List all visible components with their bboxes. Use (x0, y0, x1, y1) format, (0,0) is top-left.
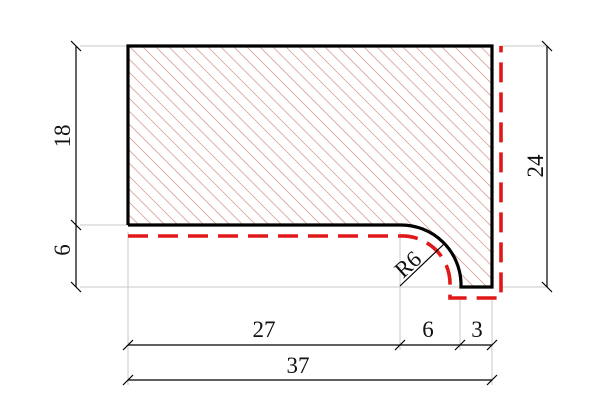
hatch-line (277, 46, 492, 287)
hatch-line (128, 46, 225, 287)
hatch-line (329, 46, 492, 287)
hatch-line (251, 46, 492, 287)
hatch-line (407, 46, 492, 287)
dimension-lines (70, 40, 553, 386)
hatch-line (128, 46, 238, 287)
hatch-line (128, 46, 381, 287)
hatch-line (316, 46, 492, 287)
hatch-line (264, 46, 492, 287)
hatch-line (394, 46, 492, 287)
hatch-line (564, 0, 602, 401)
extension-lines (80, 45, 548, 385)
hatch-line (128, 46, 485, 287)
hatch-line (225, 46, 492, 287)
hatch-line (128, 46, 329, 287)
hatch-line (128, 46, 134, 287)
hatch-line (134, 46, 492, 287)
hatch-line (212, 46, 492, 287)
hatch-line (381, 46, 492, 287)
hatch-line (128, 46, 407, 287)
hatch-line (128, 46, 199, 287)
dim-total-width: 37 (287, 353, 310, 378)
hatch-line (186, 46, 492, 287)
hatch-line (0, 0, 81, 401)
hatch-line (128, 46, 186, 287)
hatch-line (128, 46, 173, 287)
hatch-line (355, 46, 492, 287)
hatch-line (577, 0, 602, 401)
cut-path (128, 46, 503, 300)
dim-left-width: 27 (253, 317, 276, 342)
hatch-line (128, 46, 342, 287)
part-outline (126, 44, 494, 289)
hatch-line (128, 46, 147, 287)
hatch-line (446, 46, 492, 287)
hatch-line (128, 46, 160, 287)
hatch-line (128, 46, 492, 287)
dim-radius-width: 6 (422, 317, 434, 342)
radius-label: R6 (390, 246, 427, 283)
hatch-line (512, 0, 602, 401)
dim-total-height: 24 (523, 154, 548, 178)
hatch-line (238, 46, 492, 287)
hatch-line (147, 46, 492, 287)
hatch-line (433, 46, 492, 287)
hatch-line (0, 0, 120, 401)
hatch-line (128, 46, 433, 287)
hatch-line (128, 46, 446, 287)
hatch-line (173, 46, 492, 287)
hatch-line (342, 46, 492, 287)
hatch-line (551, 0, 602, 401)
hatch-line (128, 46, 420, 287)
hatch-line (199, 46, 492, 287)
hatch-line (0, 0, 94, 401)
hatch-line (128, 46, 251, 287)
hatch-line (303, 46, 492, 287)
hatch-line (128, 46, 355, 287)
hatch-line (420, 46, 492, 287)
hatch-line (128, 46, 368, 287)
hatch-line (128, 46, 459, 287)
hatch-line (128, 46, 472, 287)
hatch-line (128, 46, 492, 287)
hatch-line (485, 46, 492, 287)
dim-top-height: 18 (50, 125, 75, 148)
hatch-line (128, 46, 290, 287)
hatch-line (128, 46, 492, 287)
dim-bottom-height: 6 (50, 244, 75, 256)
hatch-line (368, 46, 492, 287)
hatch-line (590, 0, 602, 401)
hatch-line (160, 46, 492, 287)
hatch-line (499, 0, 602, 401)
dim-gap-width: 3 (471, 317, 483, 342)
hatch-line (0, 0, 107, 401)
hatch-line (525, 0, 602, 401)
hatch-line (128, 46, 394, 287)
